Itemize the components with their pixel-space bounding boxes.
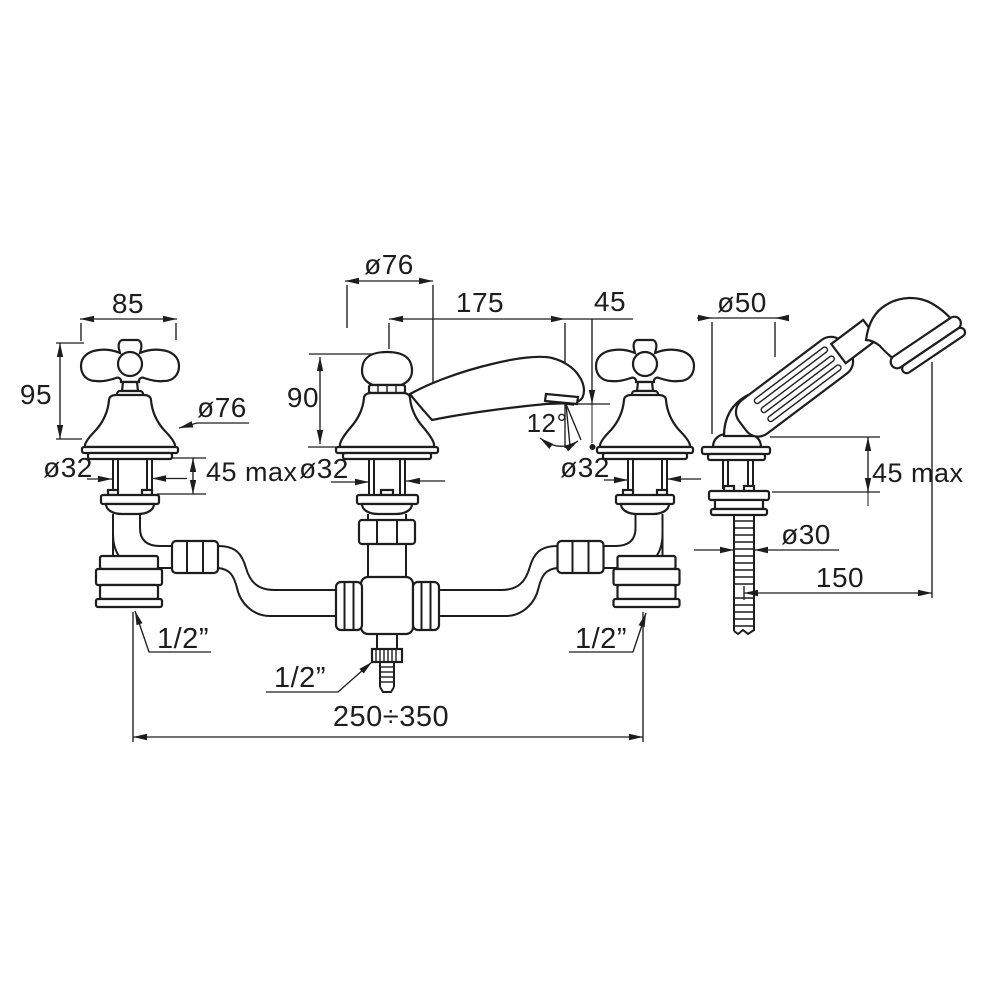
label-handle-width: 85 <box>112 288 144 319</box>
label-valve-height: 95 <box>20 379 52 410</box>
leader-inlet-left <box>134 610 211 653</box>
spout-bell <box>338 391 436 449</box>
column-coupling <box>357 518 417 546</box>
leader-bell-diameter <box>178 421 249 429</box>
shower-head-face <box>889 315 967 375</box>
label-deck-max-shower: 45 max <box>872 458 964 488</box>
label-inlet-left: 1/2” <box>157 623 209 655</box>
tee-body <box>359 575 415 636</box>
tee-nut-left <box>334 580 364 632</box>
leader-outlet-center <box>266 661 373 693</box>
handle-boss <box>116 350 144 378</box>
dim-outlet-drop <box>578 319 610 450</box>
dim-valve-height <box>56 342 84 440</box>
dim-shank-center <box>331 477 445 486</box>
dim-handle-width <box>80 315 177 341</box>
label-spout-angle: 12° <box>527 408 568 438</box>
dim-centres-span <box>132 612 644 742</box>
dimension-lines <box>56 277 933 742</box>
label-shower-base: ø50 <box>717 287 767 318</box>
label-shank-right: ø32 <box>560 452 610 483</box>
supply-left <box>94 514 336 617</box>
label-spout-base: ø76 <box>364 249 414 280</box>
spout-outlet <box>543 392 580 406</box>
label-outlet-center: 1/2” <box>274 662 326 694</box>
label-deck-max-left: 45 max <box>206 457 298 487</box>
pipe-nut <box>170 539 220 575</box>
faucet-parts <box>79 296 967 693</box>
spout-unit <box>334 350 586 516</box>
dim-shower-base <box>697 314 789 434</box>
label-spout-height: 90 <box>287 382 319 413</box>
spout-arm <box>408 355 586 422</box>
label-inlet-right: 1/2” <box>575 623 627 655</box>
threaded-tail <box>733 515 755 636</box>
tee-nut-right <box>411 580 441 632</box>
label-bell-diameter: ø76 <box>197 392 247 423</box>
label-spout-reach: 175 <box>456 287 504 318</box>
label-hose-diameter: ø30 <box>781 519 831 550</box>
dimension-labels: 85 95 ø76 ø32 45 max ø76 175 45 90 ø32 1… <box>20 249 964 733</box>
label-shank-center: ø32 <box>299 453 349 484</box>
dim-deck-max-left <box>157 457 206 495</box>
valve-bell <box>83 393 177 449</box>
dim-deck-max-shower <box>770 436 880 506</box>
label-outlet-drop: 45 <box>594 286 626 317</box>
dim-shank-left <box>87 475 187 483</box>
dim-shank-right <box>604 475 701 484</box>
center-column-tee <box>334 514 441 693</box>
dim-spout-angle <box>539 403 582 452</box>
spout-knob <box>360 350 414 387</box>
label-centres-span: 250÷350 <box>333 701 449 733</box>
hand-shower <box>700 296 967 636</box>
label-shower-offset: 150 <box>816 562 864 593</box>
leader-inlet-right <box>569 612 647 653</box>
inlet-fitting <box>98 554 160 571</box>
valve-left <box>79 338 181 516</box>
shower-grip <box>734 318 880 438</box>
label-shank-left: ø32 <box>43 452 93 483</box>
